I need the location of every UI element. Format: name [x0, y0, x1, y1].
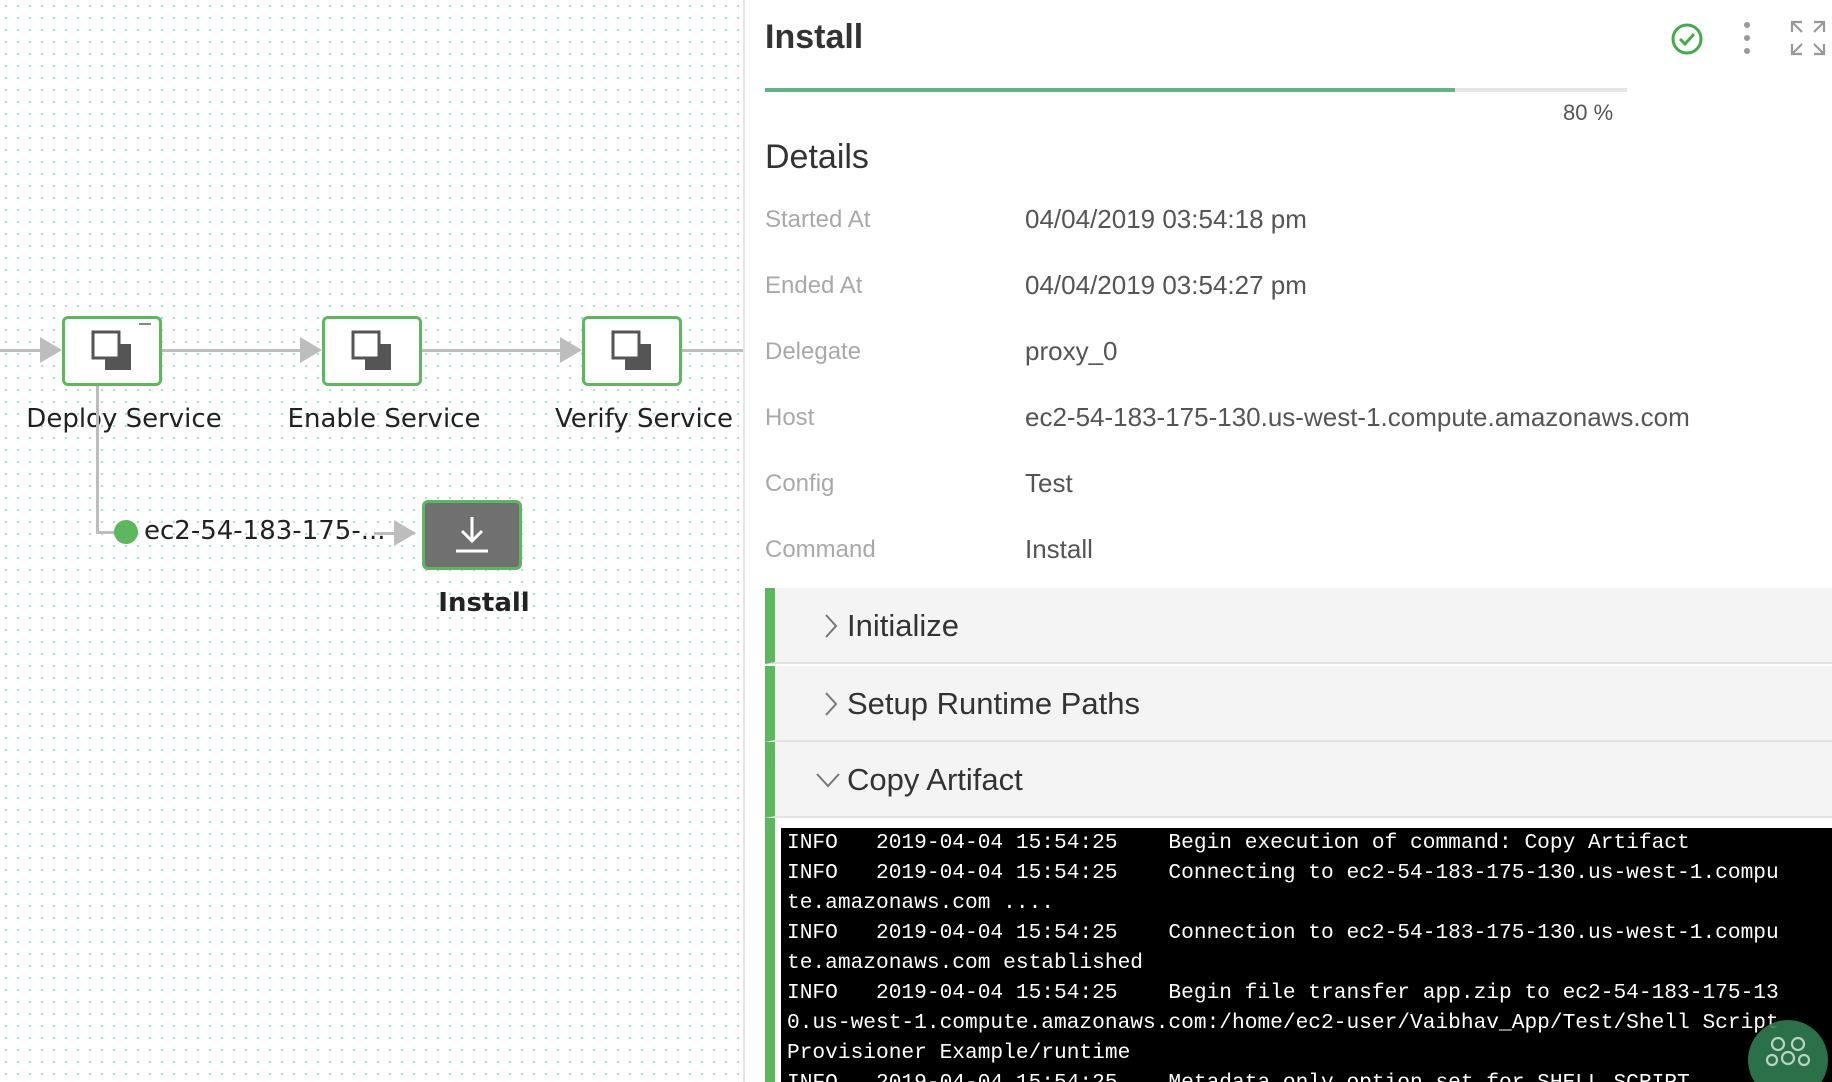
chevron-right-icon — [825, 692, 838, 716]
kebab-menu-icon[interactable] — [1740, 20, 1754, 56]
detail-key: Host — [765, 404, 815, 431]
team-icon — [1765, 1036, 1811, 1067]
log-line: INFO 2019-04-04 15:54:25 Begin file tran… — [787, 981, 1779, 1005]
step-initialize[interactable]: Initialize — [765, 588, 1832, 664]
workflow-canvas[interactable]: Deploy Service Enable Service Verify Ser… — [0, 0, 743, 1082]
workflow-wire — [422, 349, 562, 352]
node-enable-service[interactable] — [322, 316, 422, 386]
detail-key: Ended At — [765, 272, 863, 299]
details-heading: Details — [765, 138, 869, 176]
chevron-right-icon — [825, 614, 838, 638]
chevron-down-icon — [816, 773, 840, 788]
details-panel: Install 80 % Details Started At 04/04/20… — [745, 0, 1832, 1082]
workflow-arrow — [394, 520, 416, 546]
log-line: INFO 2019-04-04 15:54:25 Metadata only o… — [787, 1068, 1832, 1082]
node-deploy-service[interactable] — [62, 316, 162, 386]
step-label: Initialize — [847, 608, 959, 643]
log-container: INFO 2019-04-04 15:54:25 Begin execution… — [765, 818, 1832, 1082]
workflow-wire — [162, 349, 302, 352]
node-label-deploy-service: Deploy Service — [26, 404, 222, 434]
check-circle-icon[interactable] — [1670, 22, 1704, 56]
detail-value: 04/04/2019 03:54:18 pm — [1025, 204, 1307, 234]
download-icon — [456, 517, 488, 553]
workflow-wire — [0, 349, 42, 352]
log-line: INFO 2019-04-04 15:54:25 Connecting to e… — [787, 861, 1779, 885]
workflow-arrow — [560, 337, 582, 363]
detail-row-command: Command Install — [765, 534, 1825, 576]
detail-row-config: Config Test — [765, 468, 1825, 510]
log-line: te.amazonaws.com .... — [787, 891, 1055, 915]
step-label: Setup Runtime Paths — [847, 686, 1140, 721]
detail-value: Test — [1025, 468, 1073, 498]
log-line: 0.us-west-1.compute.amazonaws.com:/home/… — [787, 1011, 1779, 1035]
log-line: te.amazonaws.com established — [787, 951, 1144, 975]
log-line: INFO 2019-04-04 15:54:25 Connection to e… — [787, 921, 1779, 945]
workflow-arrow — [40, 337, 62, 363]
workflow-arrow — [300, 337, 322, 363]
branch-wire — [96, 386, 99, 534]
log-line: Provisioner Example/runtime — [787, 1041, 1131, 1065]
detail-key: Started At — [765, 206, 871, 233]
expand-icon[interactable] — [1790, 20, 1826, 56]
log-line: INFO 2019-04-04 15:54:25 Begin execution… — [787, 831, 1690, 855]
detail-row-host: Host ec2-54-183-175-130.us-west-1.comput… — [765, 402, 1825, 444]
detail-key: Command — [765, 536, 876, 563]
node-verify-service[interactable] — [582, 316, 682, 386]
copy-service-icon — [91, 330, 131, 370]
progress-percent: 80 % — [1563, 100, 1614, 125]
progress-bar — [765, 88, 1627, 92]
support-chat-button[interactable] — [1748, 1020, 1828, 1082]
step-copy-artifact[interactable]: Copy Artifact — [765, 742, 1832, 818]
workflow-wire — [682, 349, 743, 352]
detail-row-delegate: Delegate proxy_0 — [765, 336, 1825, 378]
host-status-dot — [114, 520, 138, 544]
panel-title: Install — [765, 18, 864, 56]
progress-fill — [765, 88, 1455, 92]
copy-service-icon — [611, 330, 651, 370]
node-label-enable-service: Enable Service — [287, 404, 481, 434]
branch-wire — [96, 531, 114, 534]
detail-key: Delegate — [765, 338, 862, 365]
detail-key: Config — [765, 470, 835, 497]
detail-row-ended-at: Ended At 04/04/2019 03:54:27 pm — [765, 270, 1825, 312]
detail-value: Install — [1025, 534, 1093, 564]
detail-value: ec2-54-183-175-130.us-west-1.compute.ama… — [1025, 402, 1690, 432]
workflow-wire — [374, 532, 396, 535]
node-label-install: Install — [438, 588, 530, 618]
collapse-icon[interactable] — [139, 323, 151, 325]
copy-service-icon — [351, 330, 391, 370]
step-label: Copy Artifact — [847, 762, 1023, 797]
node-label-verify-service: Verify Service — [554, 404, 734, 434]
host-label[interactable]: ec2-54-183-175-... — [144, 516, 386, 546]
panel-divider[interactable] — [743, 0, 745, 1082]
detail-row-started-at: Started At 04/04/2019 03:54:18 pm — [765, 204, 1825, 246]
step-setup-runtime-paths[interactable]: Setup Runtime Paths — [765, 666, 1832, 742]
detail-value: 04/04/2019 03:54:27 pm — [1025, 270, 1307, 300]
log-console[interactable]: INFO 2019-04-04 15:54:25 Begin execution… — [781, 828, 1832, 1082]
node-install[interactable] — [422, 500, 522, 570]
detail-value: proxy_0 — [1025, 336, 1118, 366]
